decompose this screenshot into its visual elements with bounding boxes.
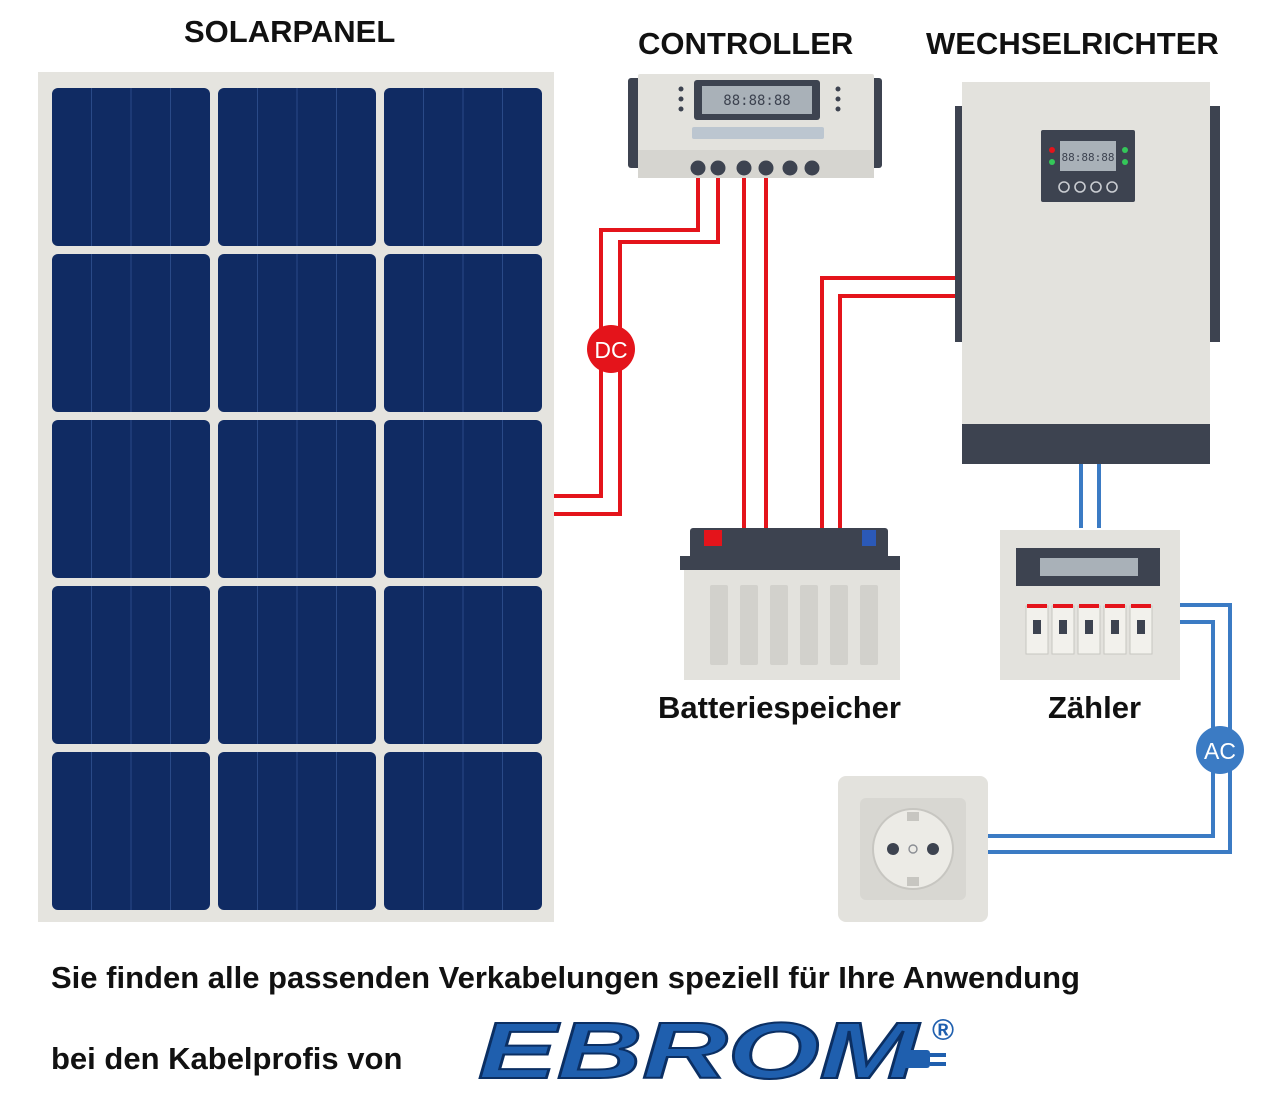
plug-icon [900,1050,946,1068]
solar-panel-title: SOLARPANEL [184,14,396,49]
controller-title: CONTROLLER [638,26,854,61]
breaker-indicator [1079,604,1099,608]
dc-badge-label: DC [594,337,627,363]
breaker-indicator [1027,604,1047,608]
breaker-switch [1033,620,1041,634]
breaker-indicator [1131,604,1151,608]
dc-wires [554,170,955,528]
breaker-indicator [1105,604,1125,608]
inverter: 88:88:88 [955,82,1220,464]
ac-badge-label: AC [1204,738,1236,764]
wall-socket [838,776,988,922]
meter-title: Zähler [1048,690,1142,725]
footer-line-2: bei den Kabelprofis von [51,1041,403,1076]
ebrom-logo: EBROM ® [477,1005,954,1096]
brand-logo-text: EBROM [478,1006,921,1095]
solar-cells [52,88,542,910]
meter [1000,530,1180,680]
solar-panel [38,72,554,922]
breaker-indicator [1053,604,1073,608]
breaker-switch [1085,620,1093,634]
inverter-display-text: 88:88:88 [1062,151,1115,164]
brand-registered-mark: ® [932,1014,954,1047]
ac-badge: AC [1196,726,1244,774]
inverter-title: WECHSELRICHTER [926,26,1219,61]
charge-controller: 88:88:88 [628,74,882,178]
breaker-switch [1059,620,1067,634]
breaker-switch [1111,620,1119,634]
footer-line-1: Sie finden alle passenden Verkabelungen … [51,960,1080,995]
battery-title: Batteriespeicher [658,690,901,725]
breaker-switch [1137,620,1145,634]
meter-breakers [1025,604,1153,655]
battery [680,528,900,680]
controller-display-text: 88:88:88 [723,93,790,109]
dc-badge: DC [587,325,635,373]
